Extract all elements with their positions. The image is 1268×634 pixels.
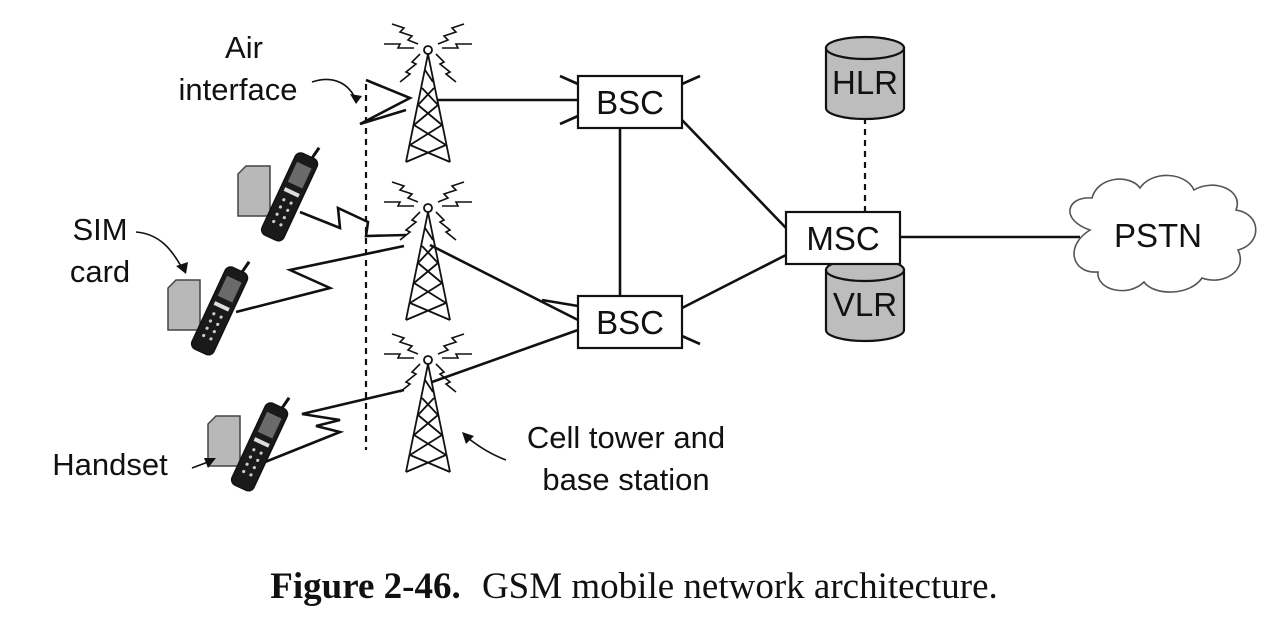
pointer-arrow xyxy=(311,78,357,101)
sim-card-label-line2: card xyxy=(70,254,130,289)
pstn-cloud: PSTN xyxy=(1069,174,1257,293)
hlr-database: HLR xyxy=(824,35,906,121)
database-cylinder-icon xyxy=(824,46,906,121)
radio-link-phone2 xyxy=(235,244,405,314)
figure-number: Figure 2-46. xyxy=(270,566,460,607)
air-interface-label-line1: Air xyxy=(225,30,263,65)
radio-link-phone1 xyxy=(299,205,407,238)
pointer-arrow xyxy=(467,437,507,461)
bsc-node-top: BSC xyxy=(576,74,684,130)
pointer-arrow xyxy=(135,231,183,269)
hlr-label: HLR xyxy=(832,64,898,101)
msc-node: MSC xyxy=(784,210,902,266)
link-tower3-bsc xyxy=(431,328,579,384)
figure-title: GSM mobile network architecture. xyxy=(482,566,998,607)
vlr-database: VLR xyxy=(824,257,906,343)
cell-tower-label-line2: base station xyxy=(542,462,709,497)
sim-card-label-line1: SIM xyxy=(72,212,127,247)
bsc-node-bottom: BSC xyxy=(576,294,684,350)
bsc-label: BSC xyxy=(596,304,664,341)
cell-tower-icon xyxy=(383,181,473,321)
pointer-arrow xyxy=(191,461,209,469)
mobile-handset-icon xyxy=(206,388,297,495)
msc-label: MSC xyxy=(806,220,879,257)
air-interface-label-line2: interface xyxy=(179,72,298,107)
radio-link-phone3 xyxy=(264,388,405,464)
bsc-label: BSC xyxy=(596,84,664,121)
vlr-label: VLR xyxy=(833,286,897,323)
link-bsc-msc-bottom xyxy=(681,253,787,310)
link-tower2-bsc xyxy=(429,243,579,322)
handset-label: Handset xyxy=(52,447,168,482)
mobile-handset-icon xyxy=(236,138,327,245)
link-bsc-msc-top xyxy=(681,119,787,229)
cell-tower-icon xyxy=(383,333,473,473)
figure-caption: Figure 2-46. GSM mobile network architec… xyxy=(270,566,998,607)
cell-tower-label-line1: Cell tower and xyxy=(527,420,725,455)
pstn-label: PSTN xyxy=(1114,217,1202,254)
cloud-icon xyxy=(1069,174,1257,293)
database-cylinder-icon xyxy=(824,268,906,343)
